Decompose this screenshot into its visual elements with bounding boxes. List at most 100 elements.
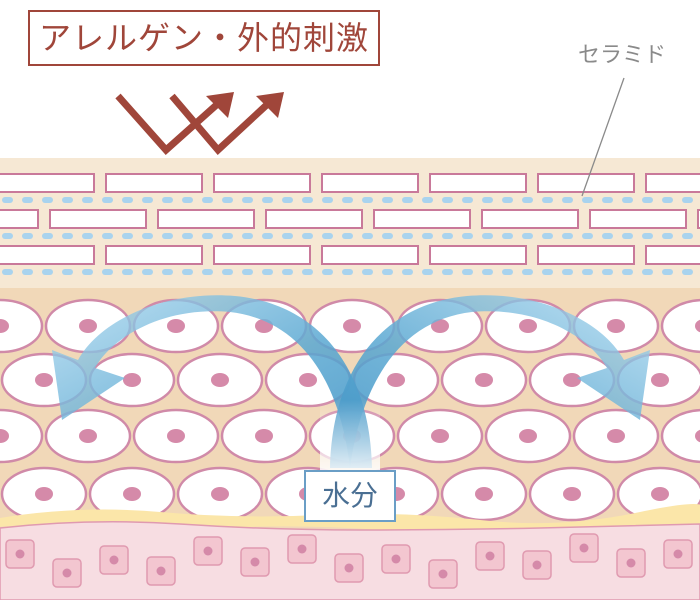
corneocyte: [590, 210, 686, 228]
cell-nucleus: [343, 319, 361, 333]
cell-nucleus: [255, 429, 273, 443]
basal-cell-nucleus: [627, 559, 636, 568]
cell-nucleus: [35, 487, 53, 501]
stratum-corneum: [0, 158, 700, 288]
ceramide-dot: [102, 233, 113, 239]
ceramide-dot: [182, 233, 193, 239]
ceramide-dot: [542, 233, 553, 239]
ceramide-dot: [2, 269, 13, 275]
ceramide-dot: [102, 197, 113, 203]
ceramide-dot: [402, 197, 413, 203]
corneocyte: [374, 210, 470, 228]
ceramide-dot: [22, 233, 33, 239]
ceramide-dot: [642, 197, 653, 203]
ceramide-dot: [582, 233, 593, 239]
ceramide-dot: [302, 269, 313, 275]
cell-nucleus: [607, 319, 625, 333]
ceramide-dot: [282, 197, 293, 203]
basal-cell-nucleus: [345, 564, 354, 573]
ceramide-dot: [262, 197, 273, 203]
cell-nucleus: [35, 373, 53, 387]
ceramide-dot: [422, 197, 433, 203]
cell-nucleus: [211, 373, 229, 387]
corneocyte: [0, 174, 94, 192]
cell-nucleus: [519, 319, 537, 333]
cell-nucleus: [79, 429, 97, 443]
cell-nucleus: [475, 487, 493, 501]
ceramide-dot: [362, 197, 373, 203]
ceramide-dot: [622, 197, 633, 203]
cell-nucleus: [167, 429, 185, 443]
ceramide-dot: [602, 197, 613, 203]
ceramide-dot: [42, 269, 53, 275]
ceramide-dot: [562, 197, 573, 203]
ceramide-dot: [62, 233, 73, 239]
ceramide-dot: [62, 197, 73, 203]
ceramide-dot: [122, 269, 133, 275]
ceramide-dot: [262, 269, 273, 275]
corneocyte: [214, 246, 310, 264]
water-label: 水分: [304, 470, 396, 522]
ceramide-dot: [462, 269, 473, 275]
ceramide-dot: [2, 197, 13, 203]
basal-cell-nucleus: [16, 550, 25, 559]
ceramide-dot: [682, 197, 693, 203]
ceramide-dot: [262, 233, 273, 239]
ceramide-dot: [202, 269, 213, 275]
ceramide-dot: [522, 233, 533, 239]
ceramide-dot: [82, 233, 93, 239]
allergen-irritant-label: アレルゲン・外的刺激: [28, 10, 380, 66]
ceramide-dot: [662, 197, 673, 203]
ceramide-dot: [462, 197, 473, 203]
ceramide-dot: [182, 269, 193, 275]
ceramide-dot: [422, 269, 433, 275]
cell-nucleus: [563, 373, 581, 387]
basal-cell-nucleus: [580, 544, 589, 553]
ceramide-dot: [182, 197, 193, 203]
basal-cell-nucleus: [392, 555, 401, 564]
ceramide-dot: [22, 269, 33, 275]
zigzag-bounce-arrows-icon: [118, 92, 284, 150]
ceramide-dot: [582, 197, 593, 203]
corneocyte: [106, 246, 202, 264]
corneocyte-bricks: [0, 174, 700, 264]
ceramide-dot: [382, 269, 393, 275]
ceramide-dot: [622, 269, 633, 275]
ceramide-dot: [222, 197, 233, 203]
ceramide-dot: [562, 269, 573, 275]
ceramide-dot: [142, 269, 153, 275]
ceramide-dot: [242, 233, 253, 239]
ceramide-dot: [502, 233, 513, 239]
ceramide-dot: [482, 233, 493, 239]
ceramide-dot: [442, 269, 453, 275]
ceramide-dot: [122, 233, 133, 239]
ceramide-dot: [482, 269, 493, 275]
corneocyte: [322, 174, 418, 192]
basal-cell-nucleus: [439, 570, 448, 579]
cell-nucleus: [211, 487, 229, 501]
ceramide-dot: [302, 233, 313, 239]
ceramide-dot: [682, 233, 693, 239]
ceramide-dot: [382, 233, 393, 239]
ceramide-dot: [602, 233, 613, 239]
corneocyte: [158, 210, 254, 228]
corneocyte: [266, 210, 362, 228]
ceramide-dot: [402, 233, 413, 239]
ceramide-dot: [202, 197, 213, 203]
ceramide-dot: [22, 197, 33, 203]
ceramide-dot: [642, 233, 653, 239]
cell-nucleus: [519, 429, 537, 443]
ceramide-dot: [222, 233, 233, 239]
ceramide-dot: [42, 197, 53, 203]
cell-nucleus: [79, 319, 97, 333]
basal-cell-nucleus: [298, 545, 307, 554]
ceramide-dot: [2, 233, 13, 239]
ceramide-dot: [242, 269, 253, 275]
corneocyte: [0, 246, 94, 264]
cell-nucleus: [387, 373, 405, 387]
ceramide-dot: [322, 197, 333, 203]
cell-nucleus: [299, 373, 317, 387]
cell-nucleus: [651, 373, 669, 387]
corneocyte: [322, 246, 418, 264]
